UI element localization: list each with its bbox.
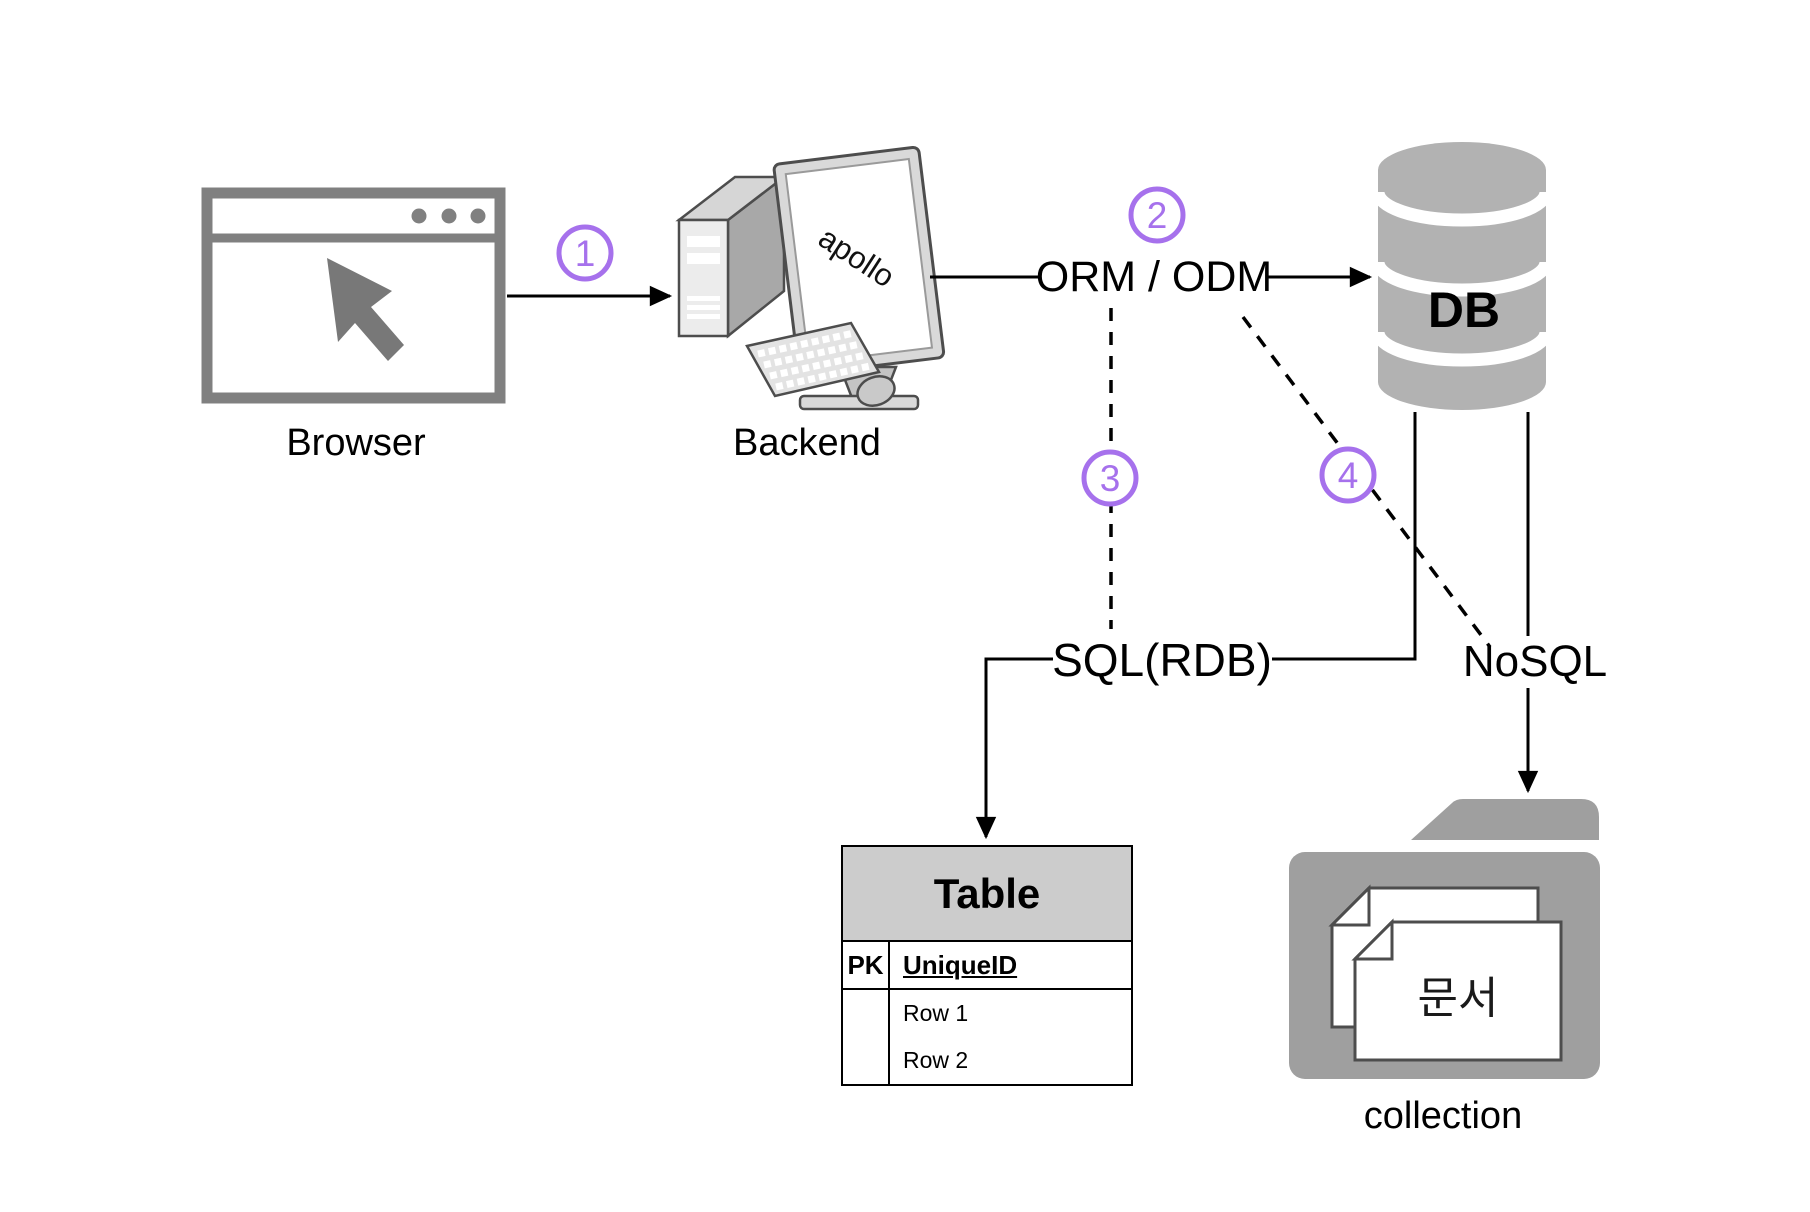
db-label: DB	[1428, 282, 1500, 338]
step-badge-3: 3	[1081, 449, 1139, 507]
table-pk-column	[843, 990, 890, 1084]
backend-label: Backend	[733, 422, 881, 464]
svg-text:4: 4	[1338, 455, 1359, 496]
browser-window-dots-icon	[411, 208, 486, 224]
step-badge-2: 2	[1128, 186, 1186, 244]
sql-rdb-label: SQL(RDB)	[1052, 634, 1272, 686]
document-label: 문서	[1418, 974, 1499, 1023]
table-node: Table PK UniqueID Row 1 Row 2	[841, 845, 1133, 1086]
svg-text:2: 2	[1147, 195, 1168, 236]
step-badge-1: 1	[556, 224, 614, 282]
table-body: Row 1 Row 2	[843, 990, 1131, 1084]
db-cylinder-icon: DB	[1371, 142, 1553, 410]
collection-label: collection	[1364, 1095, 1522, 1137]
table-row: Row 2	[903, 1047, 969, 1073]
backend-computer-icon	[675, 145, 946, 411]
step-badge-4: 4	[1319, 446, 1377, 504]
edge-db-sql-line	[1272, 412, 1417, 661]
edge-odm-nosql-dashed	[1241, 315, 1492, 649]
nosql-label: NoSQL	[1463, 637, 1607, 686]
svg-text:3: 3	[1100, 458, 1121, 499]
document-icon-front	[1351, 918, 1563, 1062]
table-uniqueid-header: UniqueID	[903, 949, 1018, 980]
table-row: Row 1	[903, 1000, 969, 1026]
table-title: Table	[843, 847, 1131, 943]
table-pk-header: PK	[843, 942, 890, 988]
table-key-row: PK UniqueID	[843, 942, 1131, 990]
svg-text:1: 1	[575, 233, 596, 274]
cursor-icon	[327, 258, 404, 361]
collection-folder-icon: 문서	[1289, 799, 1600, 1079]
browser-label: Browser	[286, 422, 426, 464]
browser-icon	[201, 187, 506, 404]
edge-sql-table-arrow	[975, 657, 1053, 840]
orm-odm-label: ORM / ODM	[1036, 253, 1272, 301]
